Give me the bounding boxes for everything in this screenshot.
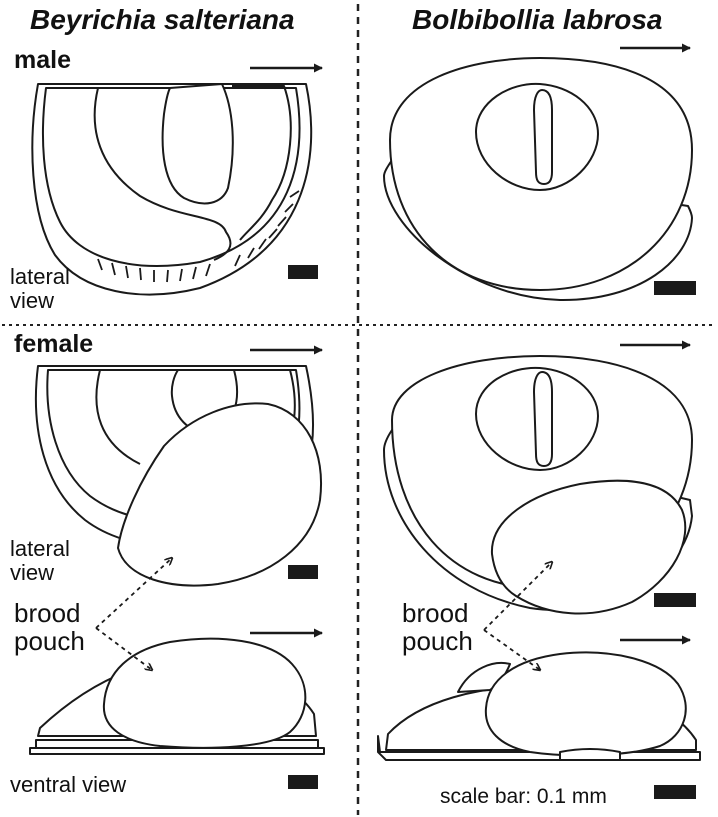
ventral-view-label: ventral view <box>10 774 126 796</box>
species-title-right: Bolbibollia labrosa <box>412 6 662 35</box>
lateral-view-label-line2: view <box>10 562 54 584</box>
beyrichia-female-lateral <box>36 366 321 586</box>
scale-bar-icon <box>654 785 696 799</box>
brood-pouch-label-line1: brood <box>14 600 81 627</box>
male-label: male <box>14 48 71 74</box>
brood-pouch-label-line2: pouch <box>14 628 85 655</box>
brood-pouch-label-line2: pouch <box>402 628 473 655</box>
brood-pouch-label-line1: brood <box>402 600 469 627</box>
lateral-view-label-line2: view <box>10 290 54 312</box>
species-title-left: Beyrichia salteriana <box>30 6 295 35</box>
scale-bar-icon <box>654 281 696 295</box>
beyrichia-male-lateral <box>32 84 311 294</box>
scale-bar-icon <box>654 593 696 607</box>
lateral-view-label-line1: lateral <box>10 538 70 560</box>
scale-bar-icon <box>288 565 318 579</box>
scale-bar-label: scale bar: 0.1 mm <box>440 786 607 807</box>
bolbibollia-male-lateral <box>384 58 692 300</box>
scale-bar-icon <box>288 775 318 789</box>
bolbibollia-female-lateral <box>384 356 692 613</box>
lateral-view-label-line1: lateral <box>10 266 70 288</box>
scale-bar-icon <box>288 265 318 279</box>
female-label: female <box>14 332 93 358</box>
